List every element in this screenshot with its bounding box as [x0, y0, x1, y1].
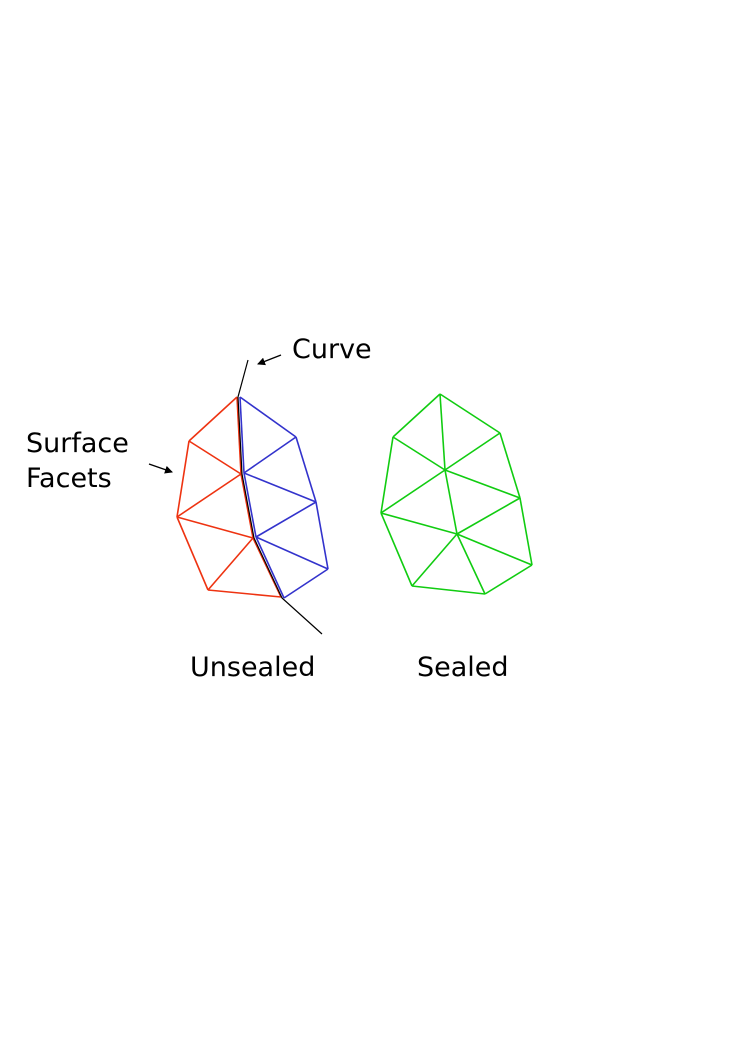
curve-line	[237, 359, 323, 635]
surface-facets-label-line2: Facets	[26, 463, 112, 494]
left-facet-edges	[176, 396, 282, 598]
curve-arrow-icon	[257, 354, 282, 366]
sealed-label: Sealed	[417, 652, 509, 683]
left-surface-facets	[176, 396, 282, 598]
unsealed-label: Unsealed	[190, 652, 316, 683]
sealed-mesh-edges	[380, 393, 533, 595]
sealed-mesh	[380, 393, 533, 595]
surface-facets-arrow-icon	[148, 463, 173, 474]
surface-facets-label-line1: Surface	[26, 428, 129, 459]
right-facet-edges	[239, 396, 329, 599]
curve-label: Curve	[292, 334, 372, 365]
right-surface-facets	[239, 396, 329, 599]
